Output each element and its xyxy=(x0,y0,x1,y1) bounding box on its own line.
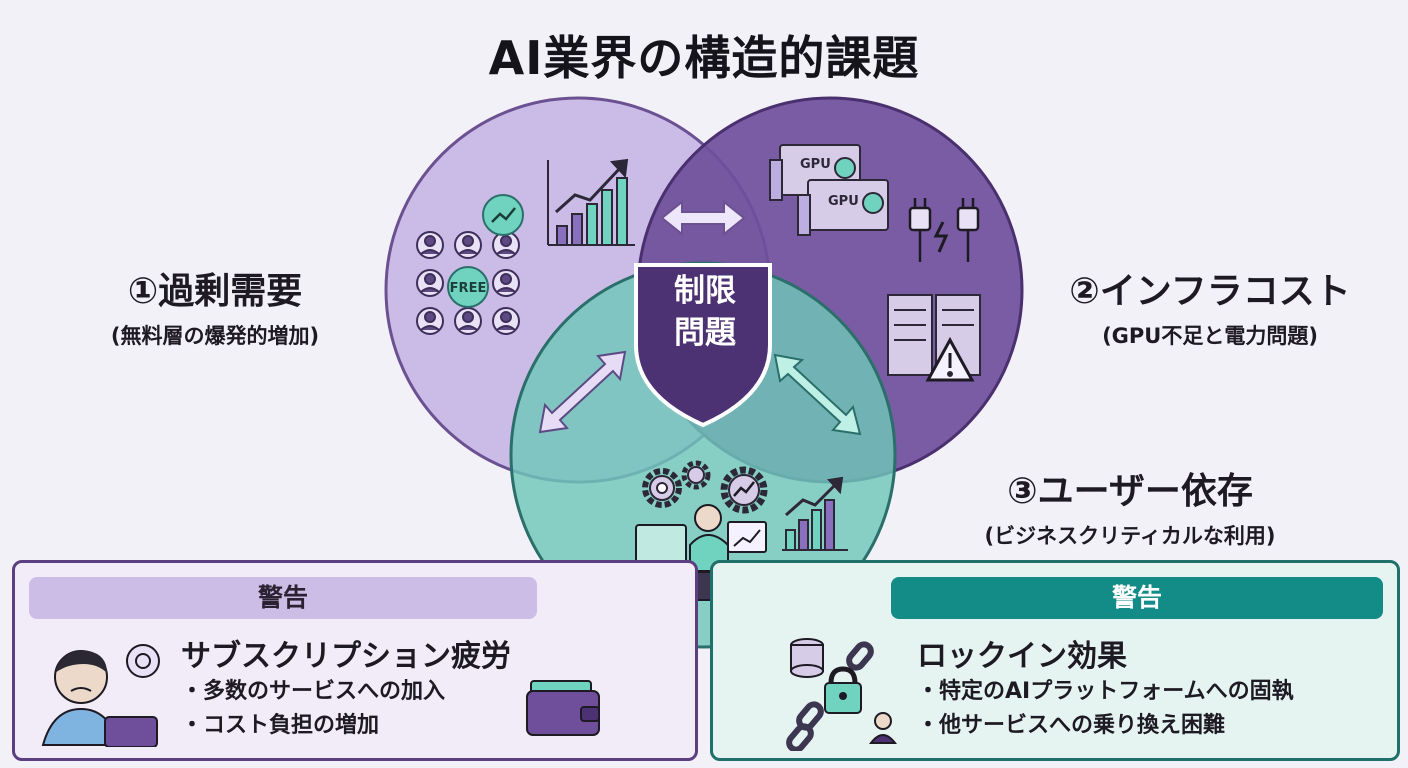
label-heading: ②インフラコスト xyxy=(1069,271,1351,312)
people-grid-icon xyxy=(416,231,520,335)
center-label-line2: 問題 xyxy=(674,315,736,351)
warning-box-lockin: 警告 ロックイン効果 特定のAIプラットフォームへの固執 他サービスへの乗り換え… xyxy=(710,560,1400,761)
warning-bullet: コスト負担の増加 xyxy=(181,709,445,743)
label-subtitle: (ビジネスクリティカルな利用) xyxy=(984,524,1276,548)
chain-lock-icon xyxy=(786,638,898,751)
gear-icon xyxy=(681,460,711,490)
label-excess-demand: ①過剰需要 (無料層の爆発的増加) xyxy=(60,262,370,350)
warning-bullet-list: 特定のAIプラットフォームへの固執 他サービスへの乗り換え困難 xyxy=(917,675,1294,743)
server-warning-icon xyxy=(887,294,981,382)
double-arrow-icon xyxy=(660,199,746,237)
wallet-icon xyxy=(526,680,600,736)
label-user-dependence: ③ユーザー依存 (ビジネスクリティカルな利用) xyxy=(920,462,1340,550)
free-badge: FREE xyxy=(447,266,489,308)
label-subtitle: (無料層の爆発的増加) xyxy=(110,324,320,348)
center-shield xyxy=(634,263,772,428)
double-arrow-icon xyxy=(538,350,627,434)
growth-chart-icon xyxy=(547,158,635,246)
warning-bullet: 特定のAIプラットフォームへの固執 xyxy=(917,675,1294,709)
gpu-chip-label: GPU xyxy=(828,194,859,209)
warning-bar: 警告 xyxy=(891,577,1383,619)
page-title: AI業界の構造的課題 xyxy=(488,31,920,85)
free-badge-label: FREE xyxy=(450,281,487,296)
label-infra-cost: ②インフラコスト (GPU不足と電力問題) xyxy=(1040,262,1380,350)
sad-user-icon xyxy=(41,644,160,747)
gpu-chip-label: GPU xyxy=(800,157,831,172)
growth-chart-icon xyxy=(782,476,848,551)
gpu-card-icon xyxy=(769,144,889,236)
warning-bullet-list: 多数のサービスへの加入 コスト負担の増加 xyxy=(181,675,445,743)
label-heading: ①過剰需要 xyxy=(127,271,303,312)
trend-bubble-icon xyxy=(482,194,524,236)
warning-bar: 警告 xyxy=(29,577,537,619)
warning-box-subscription: 警告 サブスクリプション疲労 多数のサービスへの加入 コスト負担の増加 xyxy=(12,560,698,761)
gear-icon xyxy=(720,466,768,514)
center-label-line1: 制限 xyxy=(674,273,736,309)
label-subtitle: (GPU不足と電力問題) xyxy=(1102,324,1318,348)
center-label: 制限 問題 xyxy=(648,270,762,354)
double-arrow-icon xyxy=(773,353,862,436)
plug-icon xyxy=(908,198,980,262)
warning-bullet: 他サービスへの乗り換え困難 xyxy=(917,709,1294,743)
warning-heading: ロックイン効果 xyxy=(917,639,1127,674)
warning-heading: サブスクリプション疲労 xyxy=(181,639,511,674)
warning-bullet: 多数のサービスへの加入 xyxy=(181,675,445,709)
gear-icon xyxy=(642,468,682,508)
label-heading: ③ユーザー依存 xyxy=(1007,471,1253,512)
